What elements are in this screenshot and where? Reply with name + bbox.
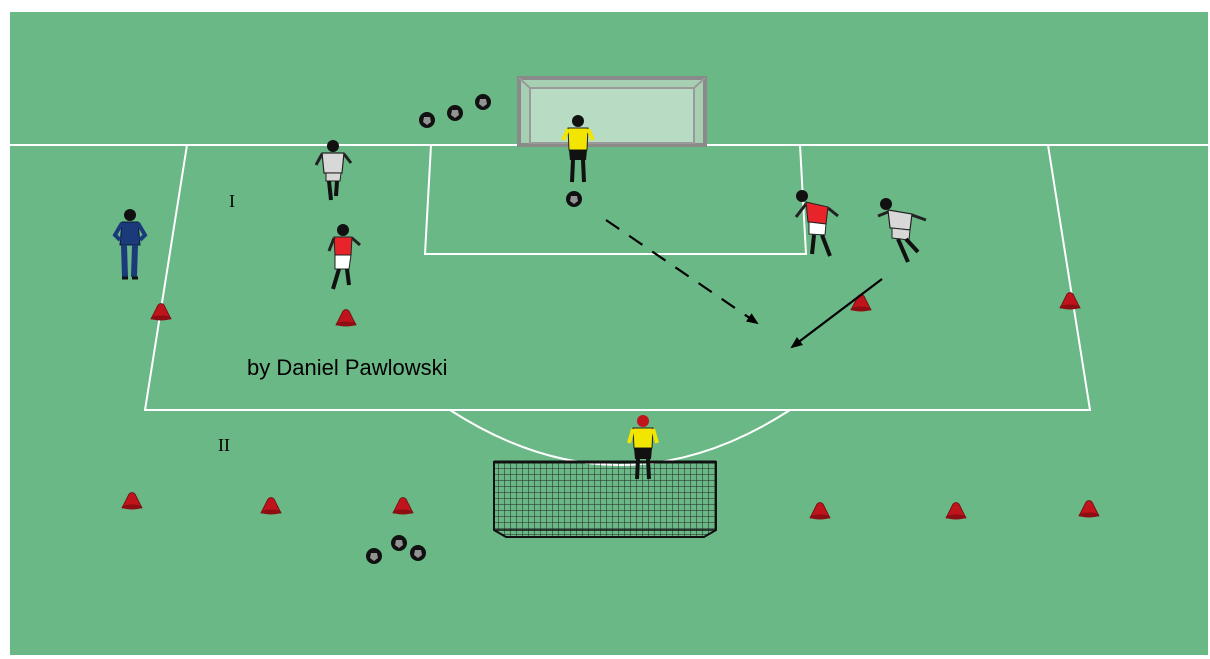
- ball: [419, 112, 435, 128]
- author-credit: by Daniel Pawlowski: [247, 355, 448, 380]
- ball: [410, 545, 426, 561]
- top-goal: [519, 78, 705, 145]
- ball: [391, 535, 407, 551]
- ball: [366, 548, 382, 564]
- ball: [566, 191, 582, 207]
- zone-label-two: II: [218, 435, 230, 455]
- zone-label-one: I: [229, 191, 235, 211]
- ball: [475, 94, 491, 110]
- bottom-goal: [494, 462, 716, 537]
- ball: [447, 105, 463, 121]
